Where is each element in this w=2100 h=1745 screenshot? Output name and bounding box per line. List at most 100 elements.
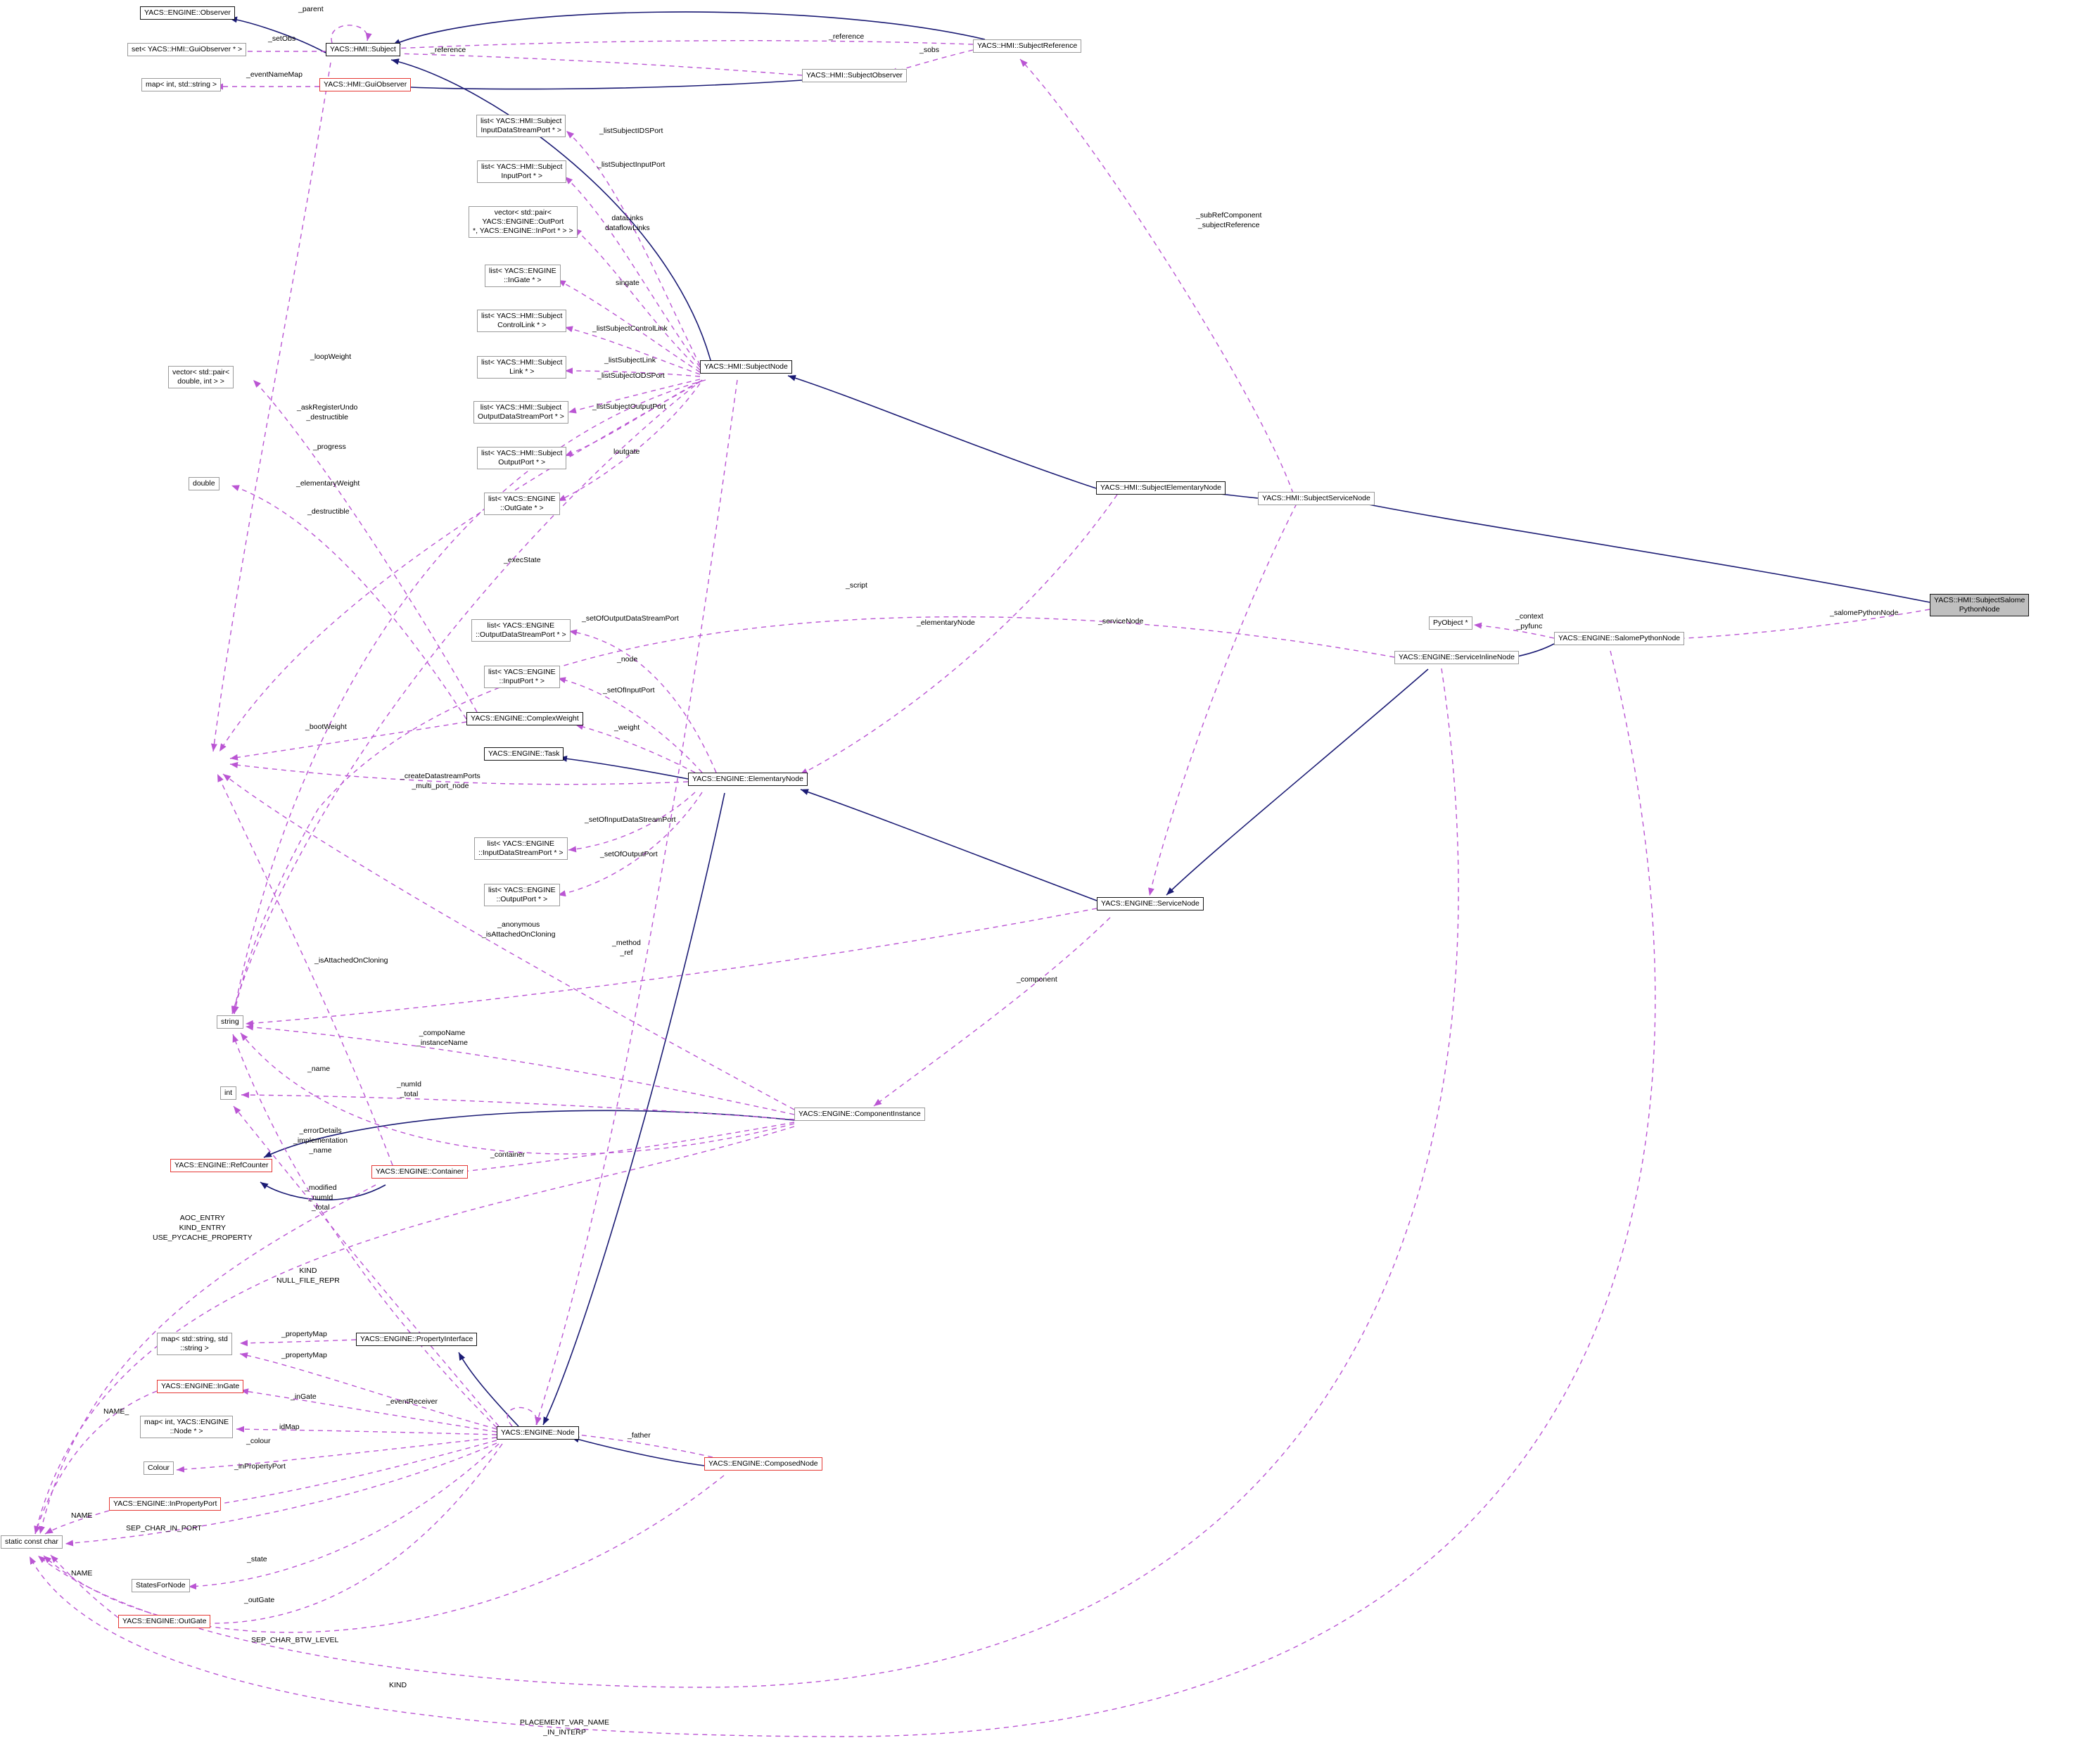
edge-label-container: _container (490, 1150, 526, 1159)
class-node-list-subject-idsport[interactable]: list< YACS::HMI::Subject InputDataStream… (476, 115, 566, 138)
edge-label-elementaryweight: _elementaryWeight (296, 479, 360, 488)
class-node-set-guiobserver[interactable]: set< YACS::HMI::GuiObserver * > (127, 43, 247, 57)
edge-label-method-ref: _method _ref (612, 939, 641, 958)
edge-label-listsubjectidsport: _listSubjectIDSPort (599, 127, 663, 135)
edge-label-errordetails: _errorDetails _implementation _name (293, 1127, 348, 1155)
class-node-colour[interactable]: Colour (144, 1461, 174, 1476)
class-node-propertyinterface[interactable]: YACS::ENGINE::PropertyInterface (356, 1333, 478, 1347)
class-node-pyobject[interactable]: PyObject * (1429, 616, 1472, 630)
edge-label-isattachedoncloning: _isAttachedOnCloning (314, 956, 388, 965)
edge-label-listsubjectinputport: _listSubjectInputPort (597, 160, 666, 169)
class-node-salomepythonnode[interactable]: YACS::ENGINE::SalomePythonNode (1554, 632, 1685, 646)
edge-label-componame: _compoName _instanceName (416, 1029, 468, 1048)
class-node-list-subject-outputport[interactable]: list< YACS::HMI::Subject OutputPort * > (477, 447, 567, 470)
class-node-servicenode[interactable]: YACS::ENGINE::ServiceNode (1097, 897, 1204, 911)
edge-label-numid-total: _numId _total (397, 1080, 422, 1099)
class-node-task[interactable]: YACS::ENGINE::Task (484, 747, 564, 761)
edge-label-askregisterundo: _askRegisterUndo _destructible (297, 403, 358, 422)
edge-label-sepcharinport: SEP_CHAR_IN_PORT (126, 1524, 202, 1533)
class-node-componentinstance[interactable]: YACS::ENGINE::ComponentInstance (794, 1108, 925, 1122)
class-node-refcounter[interactable]: YACS::ENGINE::RefCounter (170, 1159, 273, 1173)
class-node-composednode[interactable]: YACS::ENGINE::ComposedNode (704, 1457, 822, 1471)
edge-label-listsubjectodsport: _listSubjectODSPort (597, 372, 665, 380)
class-node-list-subject-controllink[interactable]: list< YACS::HMI::Subject ControlLink * > (477, 310, 567, 333)
edge-label-name-2: NAME (71, 1511, 93, 1520)
edge-label-state: _state (247, 1555, 267, 1563)
class-node-ingate[interactable]: YACS::ENGINE::InGate (157, 1380, 244, 1394)
class-node-string[interactable]: string (217, 1015, 243, 1029)
edge-label-eventnamemap: _eventNameMap (246, 70, 303, 79)
class-node-subject[interactable]: YACS::HMI::Subject (326, 43, 400, 57)
edge-label-weight: _weight (614, 723, 640, 732)
edge-label-singate: singate (616, 279, 639, 287)
edge-label-salomepythonnode: _salomePythonNode (1830, 609, 1899, 617)
class-node-map-int-string[interactable]: map< int, std::string > (141, 78, 221, 92)
edge-label-sobs: _sobs (919, 46, 940, 54)
edge-label-setofoutputdatastreamport: _setOfOutputDataStreamPort (582, 614, 679, 623)
edge-label-setofoutputport: _setOfOutputPort (600, 850, 658, 858)
class-node-guiobserver[interactable]: YACS::HMI::GuiObserver (319, 78, 412, 92)
class-node-subjectreference[interactable]: YACS::HMI::SubjectReference (973, 39, 1082, 53)
edge-label-execstate: _execState (504, 556, 541, 564)
class-node-statesfornode[interactable]: StatesForNode (132, 1579, 190, 1593)
edge-label-anonymous: _anonymous _isAttachedOnCloning (482, 920, 556, 939)
class-node-list-subject-link[interactable]: list< YACS::HMI::Subject Link * > (477, 356, 567, 379)
edge-label-reference-1: _reference (431, 46, 466, 54)
edge-label-parent: _parent (298, 5, 324, 13)
edge-label-loutgate: loutgate (613, 448, 640, 456)
class-node-serviceinlinenode[interactable]: YACS::ENGINE::ServiceInlineNode (1394, 651, 1519, 665)
edge-label-setofinputport: _setOfInputPort (603, 686, 655, 694)
edge-label-progress: _progress (313, 443, 346, 451)
edge-label-script: _script (846, 581, 867, 590)
edge-label-name: _name (307, 1065, 331, 1073)
class-node-list-subject-odsport[interactable]: list< YACS::HMI::Subject OutputDataStrea… (473, 401, 568, 424)
class-node-map-string-string[interactable]: map< std::string, std ::string > (157, 1333, 232, 1356)
class-node-observer[interactable]: YACS::ENGINE::Observer (140, 6, 235, 20)
class-node-elementarynode[interactable]: YACS::ENGINE::ElementaryNode (688, 773, 808, 787)
class-node-map-int-node[interactable]: map< int, YACS::ENGINE ::Node * > (140, 1416, 234, 1439)
class-node-int[interactable]: int (220, 1086, 237, 1100)
class-node-node[interactable]: YACS::ENGINE::Node (497, 1426, 579, 1440)
edge-label-name-1: NAME_ (103, 1407, 129, 1416)
class-node-list-ingate[interactable]: list< YACS::ENGINE ::InGate * > (485, 265, 561, 288)
edge-label-inpropertyport: _inPropertyPort (234, 1462, 286, 1471)
edge-label-reference-2: _reference (829, 32, 865, 41)
class-node-double[interactable]: double (189, 477, 219, 491)
edge-label-setofinputdatastreamport: _setOfInputDataStreamPort (585, 816, 676, 824)
edge-label-sepcharbtwlevel: SEP_CHAR_BTW_LEVEL (251, 1636, 339, 1644)
edge-label-name-3: NAME (71, 1569, 93, 1578)
edge-label-bootweight: _bootWeight (305, 723, 347, 731)
edge-label-eventreceiver: _eventReceiver (386, 1397, 438, 1406)
class-node-container[interactable]: YACS::ENGINE::Container (371, 1165, 469, 1179)
edge-label-datalinks: dataLinks dataflowLinks (605, 214, 650, 233)
class-node-list-idsport[interactable]: list< YACS::ENGINE ::InputDataStreamPort… (474, 837, 568, 861)
edge-label-ingate: _inGate (291, 1392, 317, 1401)
class-node-subjectnode[interactable]: YACS::HMI::SubjectNode (700, 360, 792, 374)
class-node-static-const-char[interactable]: static const char (1, 1535, 63, 1549)
class-node-vector-double-int[interactable]: vector< std::pair< double, int > > (168, 366, 234, 389)
edge-label-listsubjectoutputport: _listSubjectOutputPort (592, 402, 666, 411)
edge-label-createdatastreamports: _createDatastreamPorts _multi_port_node (400, 772, 481, 791)
class-node-list-outgate[interactable]: list< YACS::ENGINE ::OutGate * > (484, 493, 560, 516)
class-node-subjectobserver[interactable]: YACS::HMI::SubjectObserver (802, 69, 907, 83)
class-node-list-subject-inputport[interactable]: list< YACS::HMI::Subject InputPort * > (477, 160, 567, 184)
edge-label-node: _node (617, 655, 638, 664)
class-node-subjectelementarynode[interactable]: YACS::HMI::SubjectElementaryNode (1096, 481, 1226, 495)
edge-label-placementvarname: PLACEMENT_VAR_NAME _IN_INTERP (520, 1718, 610, 1737)
edge-label-context-pyfunc: _context _pyfunc (1515, 612, 1544, 631)
class-node-subjectservicenode[interactable]: YACS::HMI::SubjectServiceNode (1258, 492, 1375, 506)
class-node-list-inputport[interactable]: list< YACS::ENGINE ::InputPort * > (484, 666, 560, 689)
class-node-vector-outport-inport[interactable]: vector< std::pair< YACS::ENGINE::OutPort… (469, 206, 578, 239)
edge-label-propertymap-1: _propertyMap (281, 1330, 327, 1338)
edge-label-aoc-entry: AOC_ENTRY KIND_ENTRY USE_PYCACHE_PROPERT… (153, 1214, 253, 1243)
class-node-complexweight[interactable]: YACS::ENGINE::ComplexWeight (466, 712, 583, 726)
class-node-list-odsport[interactable]: list< YACS::ENGINE ::OutputDataStreamPor… (471, 619, 571, 642)
edge-label-kind-nullfilerepr: KIND NULL_FILE_REPR (276, 1267, 340, 1286)
class-node-inpropertyport[interactable]: YACS::ENGINE::InPropertyPort (109, 1497, 222, 1511)
class-node-outgate[interactable]: YACS::ENGINE::OutGate (118, 1615, 211, 1629)
class-node-list-outputport[interactable]: list< YACS::ENGINE ::OutputPort * > (484, 884, 560, 907)
edge-label-listsubjectcontrollink: _listSubjectControlLink (592, 324, 668, 333)
edge-label-subrefcomponent: _subRefComponent _subjectReference (1196, 211, 1262, 230)
